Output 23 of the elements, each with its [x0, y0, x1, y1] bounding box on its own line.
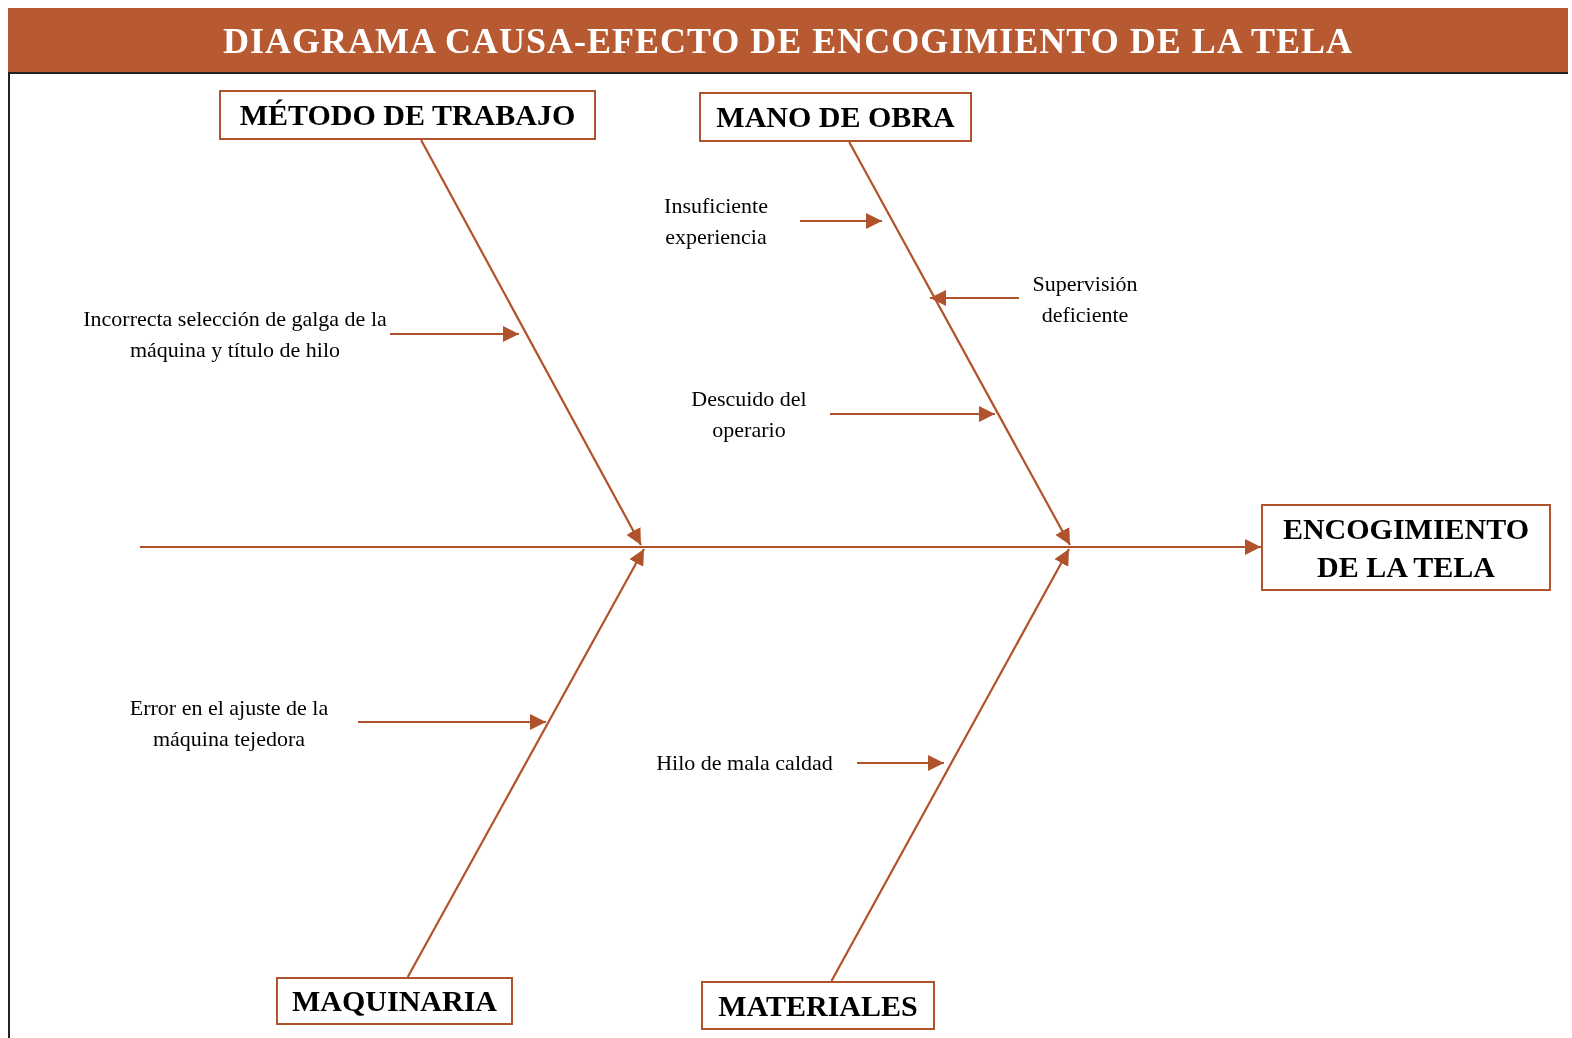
arrow	[830, 548, 1070, 982]
arrow	[930, 290, 1019, 306]
spine-arrow	[140, 539, 1261, 555]
cause-text: Hilo de mala caldad	[632, 747, 857, 779]
arrow	[420, 139, 642, 546]
cause-text: Error en el ajuste de la máquina tejedora	[100, 692, 358, 756]
cause-text: Incorrecta selección de galga de la máquina y título de hilo	[80, 303, 390, 367]
arrow	[358, 714, 546, 730]
category-box: MATERIALES	[701, 981, 935, 1030]
category-box: MAQUINARIA	[276, 977, 513, 1025]
title-banner: DIAGRAMA CAUSA-EFECTO DE ENCOGIMIENTO DE LA TELA	[8, 8, 1568, 74]
cause-text: Supervisión deficiente	[1019, 268, 1151, 332]
category-box: MANO DE OBRA	[699, 92, 972, 142]
arrow	[406, 548, 645, 978]
effect-box: ENCOGIMIENTO DE LA TELA	[1261, 504, 1551, 591]
arrow	[857, 755, 944, 771]
arrow	[848, 141, 1071, 546]
category-box: MÉTODO DE TRABAJO	[219, 90, 596, 140]
arrow	[830, 406, 995, 422]
cause-text: Descuido del operario	[668, 383, 830, 447]
arrow	[390, 326, 519, 342]
arrow	[800, 213, 882, 229]
cause-text: Insuficiente experiencia	[632, 190, 800, 254]
